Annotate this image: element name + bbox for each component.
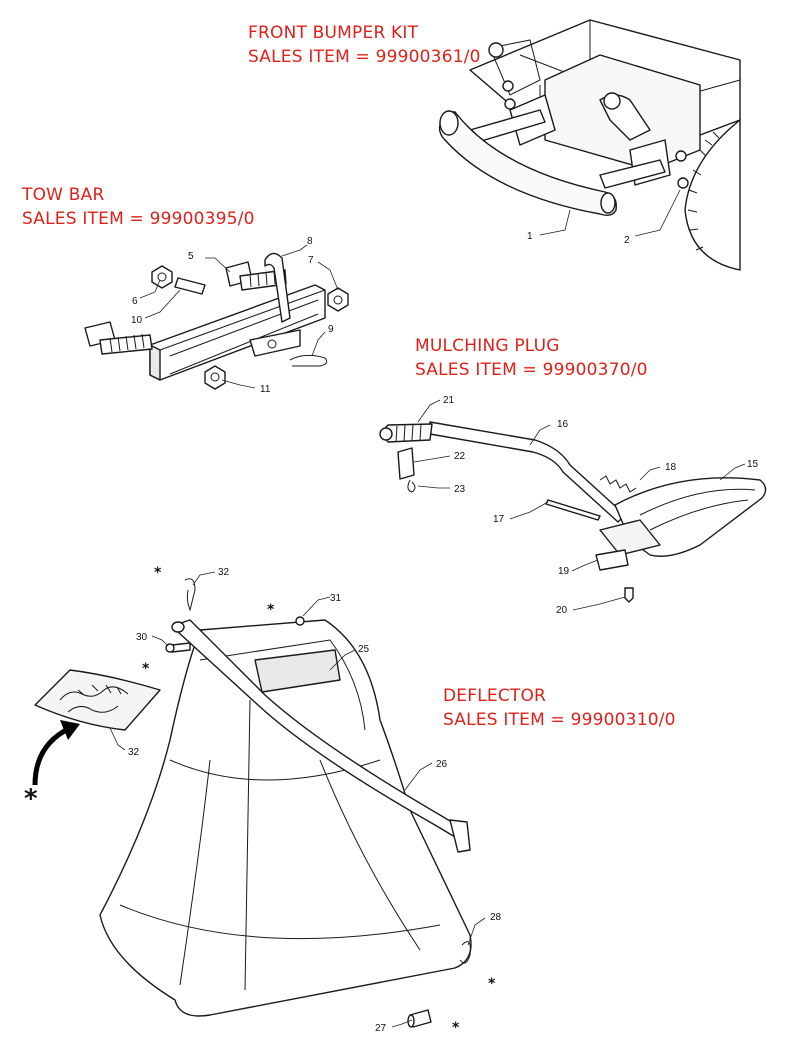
part-number-25: 25 [358,644,370,655]
part-number-21: 21 [443,395,455,406]
part-number-23: 23 [454,484,466,495]
mulching-plug-title: MULCHING PLUG [415,336,560,356]
part-number-31: 32 [218,567,230,578]
deflector-assembly: 32 31 30 25 26 32 28 27 * * * * * * [24,565,502,1036]
deflector-heading: DEFLECTOR SALES ITEM = 99900310/0 [443,684,676,732]
tow-bar-sales-item: SALES ITEM = 99900395/0 [22,209,255,229]
part-number-17: 17 [493,514,505,525]
part-number-10: 10 [131,315,143,326]
part-number-32: 32 [128,747,140,758]
part-number-18: 18 [665,462,677,473]
asterisk-29: * [142,661,150,677]
part-number-9: 9 [328,324,334,335]
mulching-plug-heading: MULCHING PLUG SALES ITEM = 99900370/0 [415,334,648,382]
part-number-29: 30 [136,632,148,643]
asterisk-hardware-bag: * [24,784,38,814]
deflector-title: DEFLECTOR [443,686,547,706]
bumper-kit-title: FRONT BUMPER KIT [248,23,419,43]
part-number-6: 6 [132,296,138,307]
asterisk-30: * [267,602,275,618]
part-number-26: 26 [436,759,448,770]
part-number-5: 5 [188,251,194,262]
part-number-1: 1 [527,231,533,242]
part-number-16: 16 [557,419,569,430]
asterisk-27: * [452,1020,460,1036]
part-number-28: 28 [490,912,502,923]
part-number-30: 31 [330,593,342,604]
part-number-2: 2 [624,235,630,246]
part-number-11: 11 [260,384,271,395]
part-number-27: 27 [375,1023,387,1034]
deflector-sales-item: SALES ITEM = 99900310/0 [443,710,676,730]
tow-bar-heading: TOW BAR SALES ITEM = 99900395/0 [22,183,255,231]
part-number-7: 7 [308,255,314,266]
tow-bar-assembly: 5 6 7 8 9 10 11 [84,236,349,395]
part-number-20: 20 [556,605,568,616]
part-number-15: 15 [747,459,759,470]
mulching-plug-assembly: 16 15 21 22 23 17 18 19 20 [379,395,767,616]
tow-bar-title: TOW BAR [22,185,105,205]
part-number-8: 8 [307,236,313,247]
front-bumper-assembly: 1 2 [438,19,741,271]
part-number-22: 22 [454,451,466,462]
mulching-plug-sales-item: SALES ITEM = 99900370/0 [415,360,648,380]
asterisk-31: * [154,565,162,581]
bumper-kit-heading: FRONT BUMPER KIT SALES ITEM = 99900361/0 [248,21,481,69]
part-number-19: 19 [558,566,570,577]
asterisk-28: * [488,976,496,992]
bumper-kit-sales-item: SALES ITEM = 99900361/0 [248,47,481,67]
